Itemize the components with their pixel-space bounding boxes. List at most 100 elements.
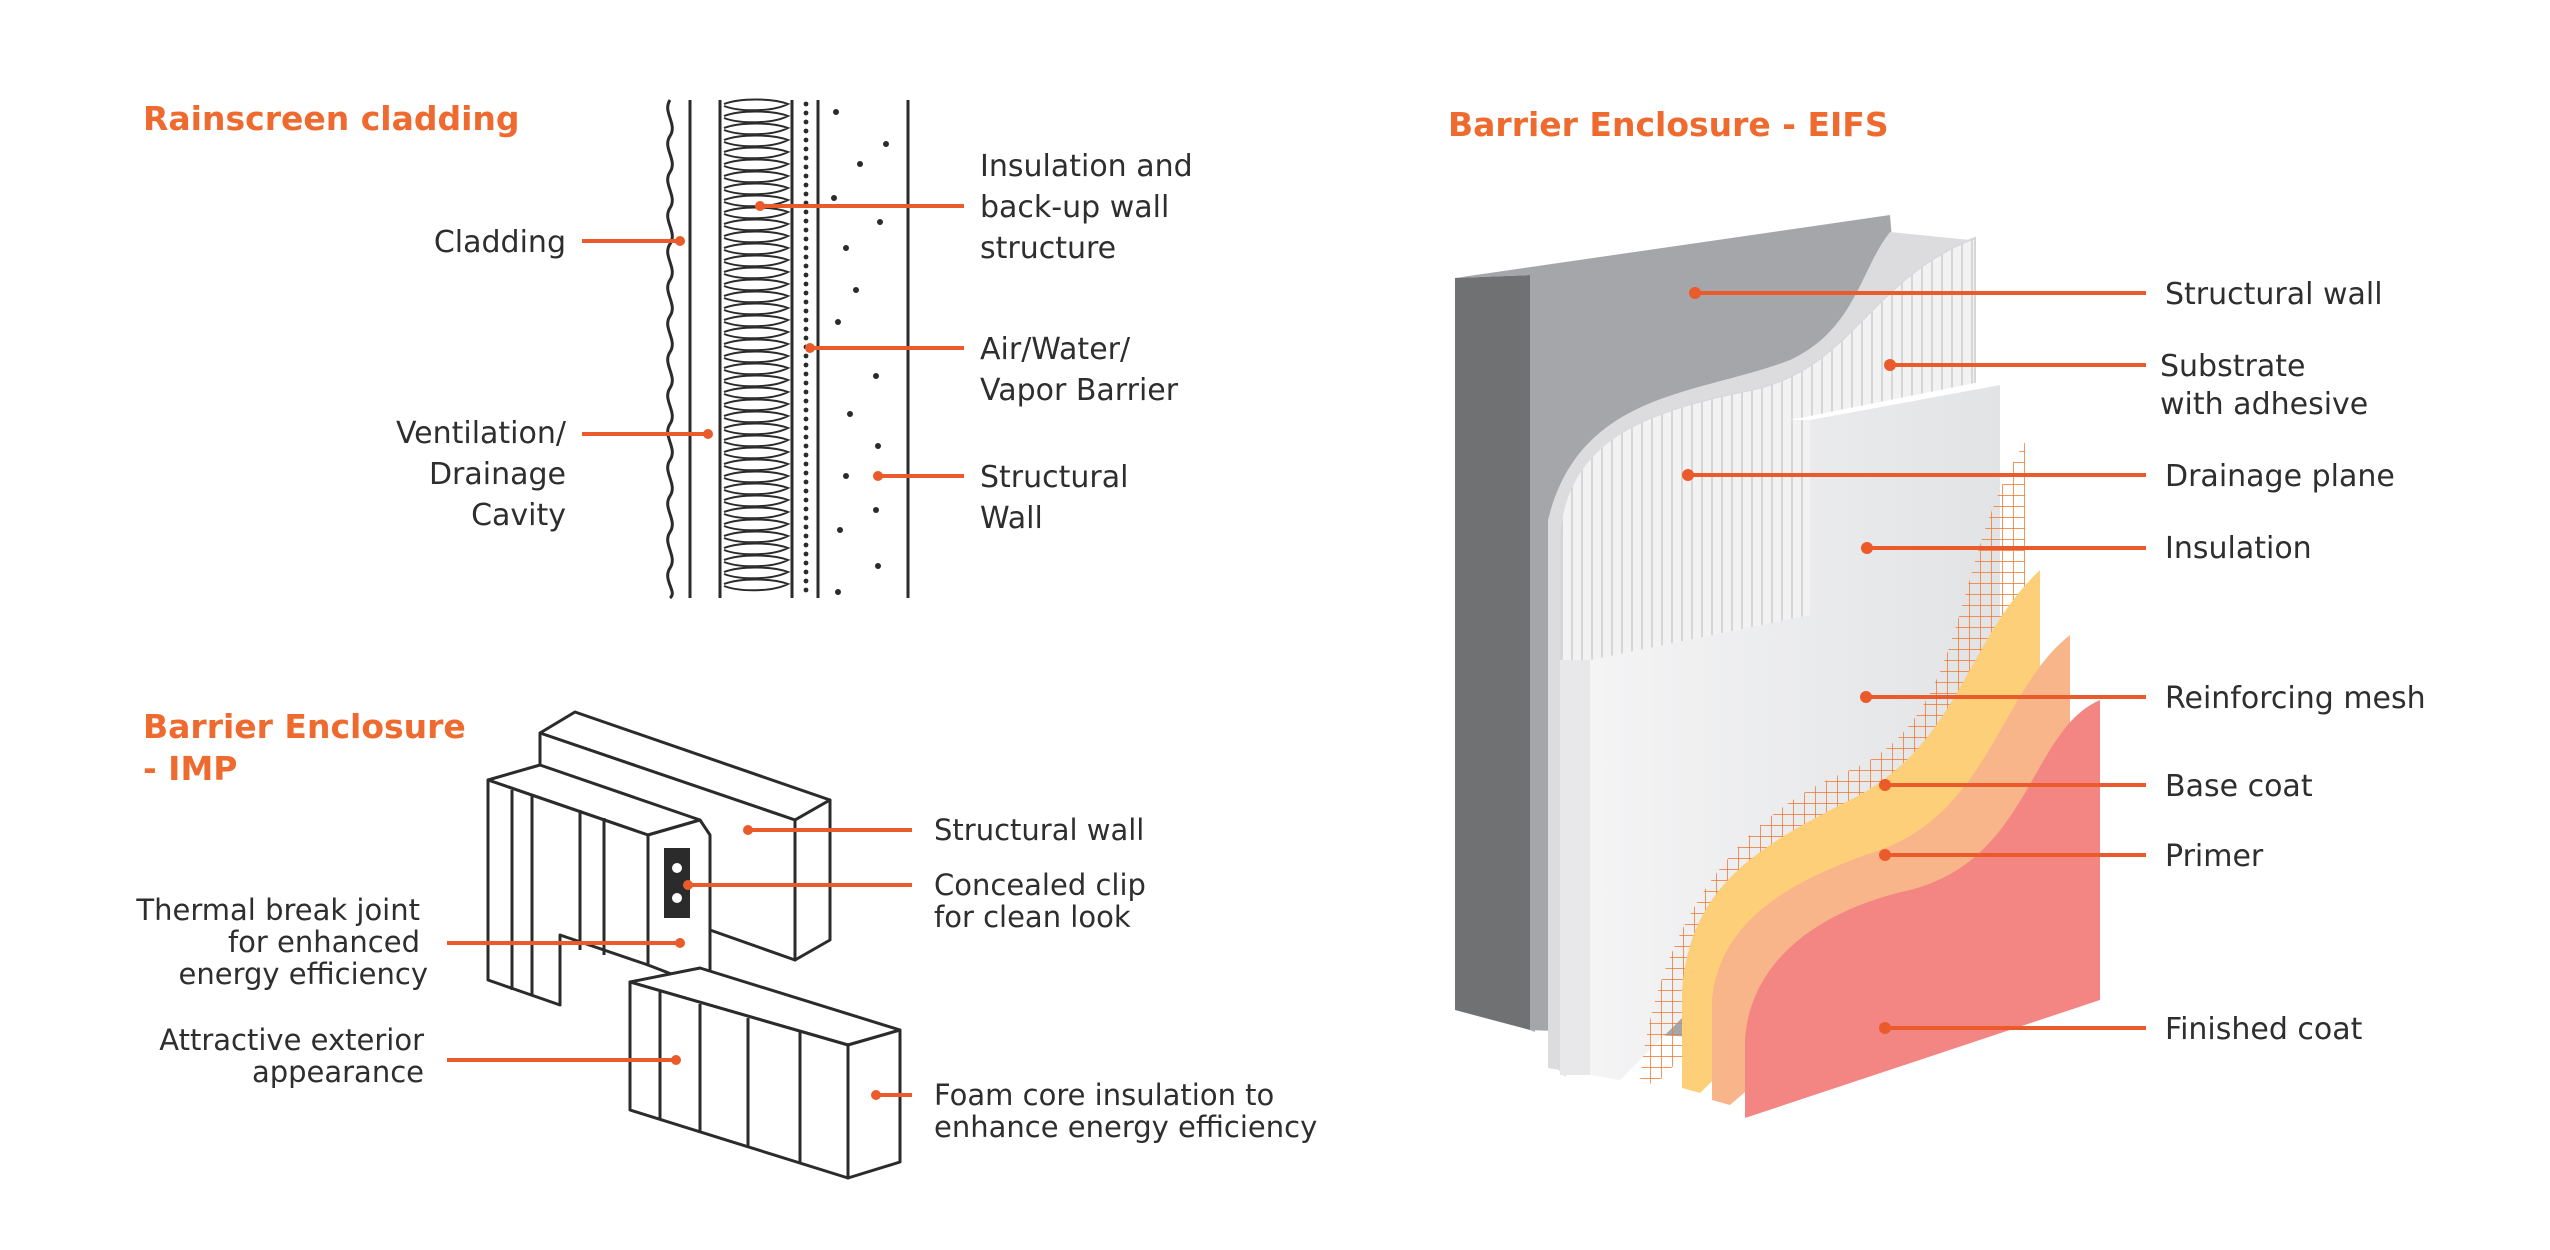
aggregate-speck <box>883 141 889 147</box>
barrier-dot <box>803 281 809 287</box>
leader-dot-eifs-finished <box>1879 1022 1891 1034</box>
imp-wall-front <box>793 798 832 962</box>
leader-dot-insulation <box>755 201 765 211</box>
barrier-dot <box>803 443 809 449</box>
label-ventilation-3: Cavity <box>471 498 566 533</box>
label-eifs-structural: Structural wall <box>2165 277 2383 312</box>
label-eifs-substrate-1: Substrate <box>2160 349 2305 384</box>
rainscreen-section: Rainscreen cladding Cladding Ventilation… <box>143 98 1193 600</box>
eifs-section: Barrier Enclosure - EIFS <box>1448 105 2426 1118</box>
aggregate-speck <box>857 161 863 167</box>
barrier-dot <box>803 389 809 395</box>
label-imp-foam-1: Foam core insulation to <box>934 1078 1274 1112</box>
barrier-dot <box>803 128 809 134</box>
barrier-dot <box>803 110 809 116</box>
eifs-insulation-top <box>1790 380 2000 420</box>
barrier-dot <box>803 461 809 467</box>
leader-dot-eifs-insulation <box>1861 542 1873 554</box>
barrier-dot <box>803 578 809 584</box>
label-eifs-insulation: Insulation <box>2165 531 2312 566</box>
label-ventilation-2: Drainage <box>429 457 566 492</box>
label-imp-exterior-1: Attractive exterior <box>159 1023 424 1057</box>
barrier-dot <box>803 515 809 521</box>
barrier-dot <box>803 452 809 458</box>
aggregate-speck <box>835 589 841 595</box>
aggregate-speck <box>843 473 849 479</box>
aggregate-speck <box>847 411 853 417</box>
barrier-dot <box>803 533 809 539</box>
imp-section: Barrier Enclosure - IMP <box>135 707 1317 1180</box>
insulation-coil <box>723 98 791 592</box>
barrier-dot <box>803 371 809 377</box>
label-barrier-2: Vapor Barrier <box>980 373 1179 408</box>
leader-dot-imp-structural <box>743 825 753 835</box>
aggregate-speck <box>875 563 881 569</box>
barrier-dot <box>803 425 809 431</box>
leader-dot-eifs-primer <box>1879 849 1891 861</box>
barrier-dot <box>803 290 809 296</box>
rainscreen-title: Rainscreen cladding <box>143 99 520 138</box>
barrier-dot <box>803 326 809 332</box>
barrier-dot <box>803 362 809 368</box>
label-insulation-3: structure <box>980 231 1116 266</box>
aggregate-speck <box>875 443 881 449</box>
label-insulation-1: Insulation and <box>980 149 1193 184</box>
label-eifs-substrate-2: with adhesive <box>2160 387 2368 422</box>
eifs-insulation <box>1590 385 2000 1080</box>
barrier-dot <box>803 506 809 512</box>
imp-clip-hole-2 <box>672 893 682 903</box>
barrier-dot <box>803 542 809 548</box>
barrier-dot <box>803 119 809 125</box>
label-eifs-finished: Finished coat <box>2165 1012 2363 1047</box>
eifs-wall-side <box>1455 275 1530 1030</box>
barrier-dot <box>803 353 809 359</box>
label-ventilation-1: Ventilation/ <box>396 416 567 451</box>
aggregate-speck <box>843 245 849 251</box>
eifs-wall-curve-edge <box>1535 232 1890 540</box>
barrier-dot <box>803 335 809 341</box>
aggregate-speck <box>877 219 883 225</box>
barrier-dots <box>803 101 809 593</box>
label-imp-thermal-3: energy efficiency <box>179 957 428 991</box>
leader-dot-eifs-base <box>1879 779 1891 791</box>
barrier-dot <box>803 308 809 314</box>
label-barrier-1: Air/Water/ <box>980 332 1131 367</box>
eifs-title: Barrier Enclosure - EIFS <box>1448 105 1889 144</box>
eifs-drainage-plane-edge <box>1560 660 1590 1075</box>
leader-dot-barrier <box>805 343 815 353</box>
leader-dot-imp-foam <box>871 1090 881 1100</box>
barrier-dot <box>803 560 809 566</box>
barrier-dot <box>803 254 809 260</box>
barrier-dot <box>803 218 809 224</box>
imp-lower-panel-end <box>846 1028 902 1180</box>
barrier-dot <box>803 191 809 197</box>
leader-dot-structural <box>873 471 883 481</box>
label-eifs-base: Base coat <box>2165 769 2313 804</box>
label-eifs-mesh: Reinforcing mesh <box>2165 681 2426 716</box>
leader-dot-eifs-substrate <box>1884 359 1896 371</box>
eifs-layer-drawing <box>1455 215 2100 1118</box>
imp-title-2: - IMP <box>143 749 238 788</box>
leader-dot-eifs-drainage <box>1682 469 1694 481</box>
barrier-dot <box>803 236 809 242</box>
leader-dot-imp-thermal <box>675 938 685 948</box>
aggregate-speck <box>853 287 859 293</box>
barrier-dot <box>803 434 809 440</box>
label-imp-exterior-2: appearance <box>252 1055 424 1089</box>
label-imp-thermal-2: for enhanced <box>228 925 420 959</box>
barrier-dot <box>803 137 809 143</box>
barrier-dot <box>803 416 809 422</box>
barrier-dot <box>803 173 809 179</box>
barrier-dot <box>803 155 809 161</box>
aggregate-speck <box>835 319 841 325</box>
barrier-dot <box>803 164 809 170</box>
barrier-dot <box>803 407 809 413</box>
barrier-dot <box>803 470 809 476</box>
leader-dot-cladding <box>675 236 685 246</box>
barrier-dot <box>803 488 809 494</box>
barrier-dot <box>803 317 809 323</box>
structural-wall-aggregate <box>831 109 889 595</box>
barrier-dot <box>803 398 809 404</box>
barrier-dot <box>803 146 809 152</box>
